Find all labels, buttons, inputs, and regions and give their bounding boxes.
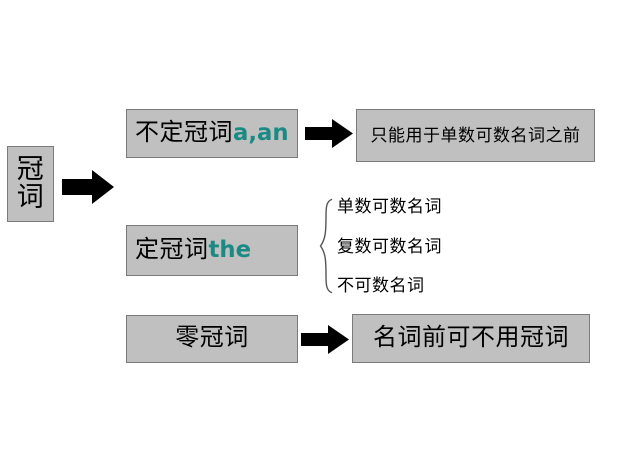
root-node-char-2: 词 xyxy=(16,181,45,212)
result-text-indefinite: 只能用于单数可数名词之前 xyxy=(370,125,581,145)
root-node-char-1: 冠 xyxy=(16,153,45,184)
result-node-indefinite: 只能用于单数可数名词之前 xyxy=(356,109,595,162)
branch-node-zero: 零冠词 xyxy=(126,315,298,363)
right-block-arrow-icon-zero xyxy=(301,325,349,354)
root-node-article: 冠 词 xyxy=(7,146,54,222)
branch-label-zero-cn: 零冠词 xyxy=(175,325,249,352)
left-curly-brace-icon xyxy=(319,198,333,294)
definite-brace-group: 单数可数名词 复数可数名词 不可数名词 xyxy=(318,198,493,294)
right-block-arrow-icon-indefinite xyxy=(305,119,353,148)
result-node-zero: 名词前可不用冠词 xyxy=(352,314,590,363)
branch-label-definite-cn: 定冠词 xyxy=(135,236,209,263)
list-item: 单数可数名词 xyxy=(337,197,442,216)
list-item: 复数可数名词 xyxy=(337,236,442,256)
branch-label-indefinite-cn: 不定冠词 xyxy=(135,119,233,146)
branch-label-indefinite-en: a,an xyxy=(233,119,289,146)
right-block-arrow-icon-root xyxy=(62,170,114,204)
branch-label-definite-en: the xyxy=(208,236,252,263)
list-item: 不可数名词 xyxy=(337,276,425,295)
definite-items-list: 单数可数名词 复数可数名词 不可数名词 xyxy=(337,198,493,294)
result-text-zero: 名词前可不用冠词 xyxy=(373,324,569,351)
